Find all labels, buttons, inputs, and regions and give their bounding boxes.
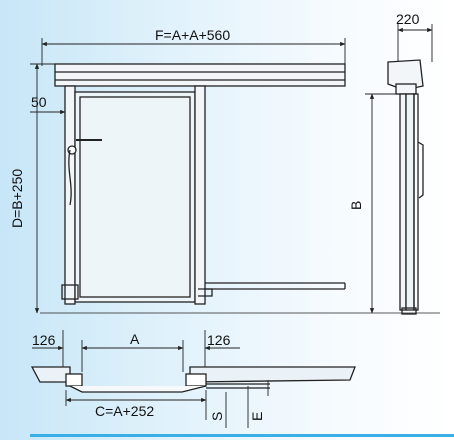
track-width-dimension — [65, 390, 207, 420]
right-frame-post — [194, 85, 206, 305]
side-header-cap — [395, 83, 417, 95]
accent-rule — [30, 434, 454, 437]
door-panel-plan — [69, 385, 207, 393]
left-jamb — [65, 373, 83, 387]
side-bottom-seal — [401, 307, 417, 315]
bottom-guide — [61, 284, 79, 300]
track-width-label: C=A+252 — [95, 403, 154, 419]
door-leaf-inner — [79, 96, 191, 298]
clear-height-dimension — [365, 93, 400, 314]
side-handle — [417, 141, 424, 199]
side-section — [387, 59, 424, 315]
right-jamb — [185, 373, 207, 387]
s-dimension-label: S — [209, 412, 225, 421]
overall-height-dimension — [30, 63, 55, 314]
floor-stop — [198, 288, 213, 297]
clear-width-label: A — [130, 331, 140, 347]
left-wall-slab — [30, 366, 71, 383]
overall-width-dimension — [41, 38, 346, 66]
left-frame-post — [64, 85, 76, 305]
se-dimensions — [225, 380, 269, 428]
pull-cable — [68, 149, 72, 206]
left-margin-label: 126 — [32, 332, 56, 348]
right-wall-slab — [189, 366, 356, 383]
overall-width-label: F=A+A+560 — [155, 27, 230, 43]
clear-height-label: B — [348, 201, 364, 210]
side-wall-left — [399, 93, 407, 311]
right-margin-label: 126 — [207, 332, 231, 348]
front-elevation — [40, 63, 440, 314]
top-depth-dimension — [397, 24, 433, 62]
side-wall-right — [413, 93, 419, 311]
overall-height-label: D=B+250 — [9, 169, 25, 228]
top-depth-label: 220 — [396, 11, 420, 27]
frame-width-label: 50 — [31, 94, 47, 110]
door-leaf — [74, 91, 196, 303]
e-dimension-label: E — [249, 412, 265, 421]
side-door-leaf — [405, 93, 415, 311]
plan-view — [30, 366, 356, 393]
top-rail — [54, 63, 346, 87]
